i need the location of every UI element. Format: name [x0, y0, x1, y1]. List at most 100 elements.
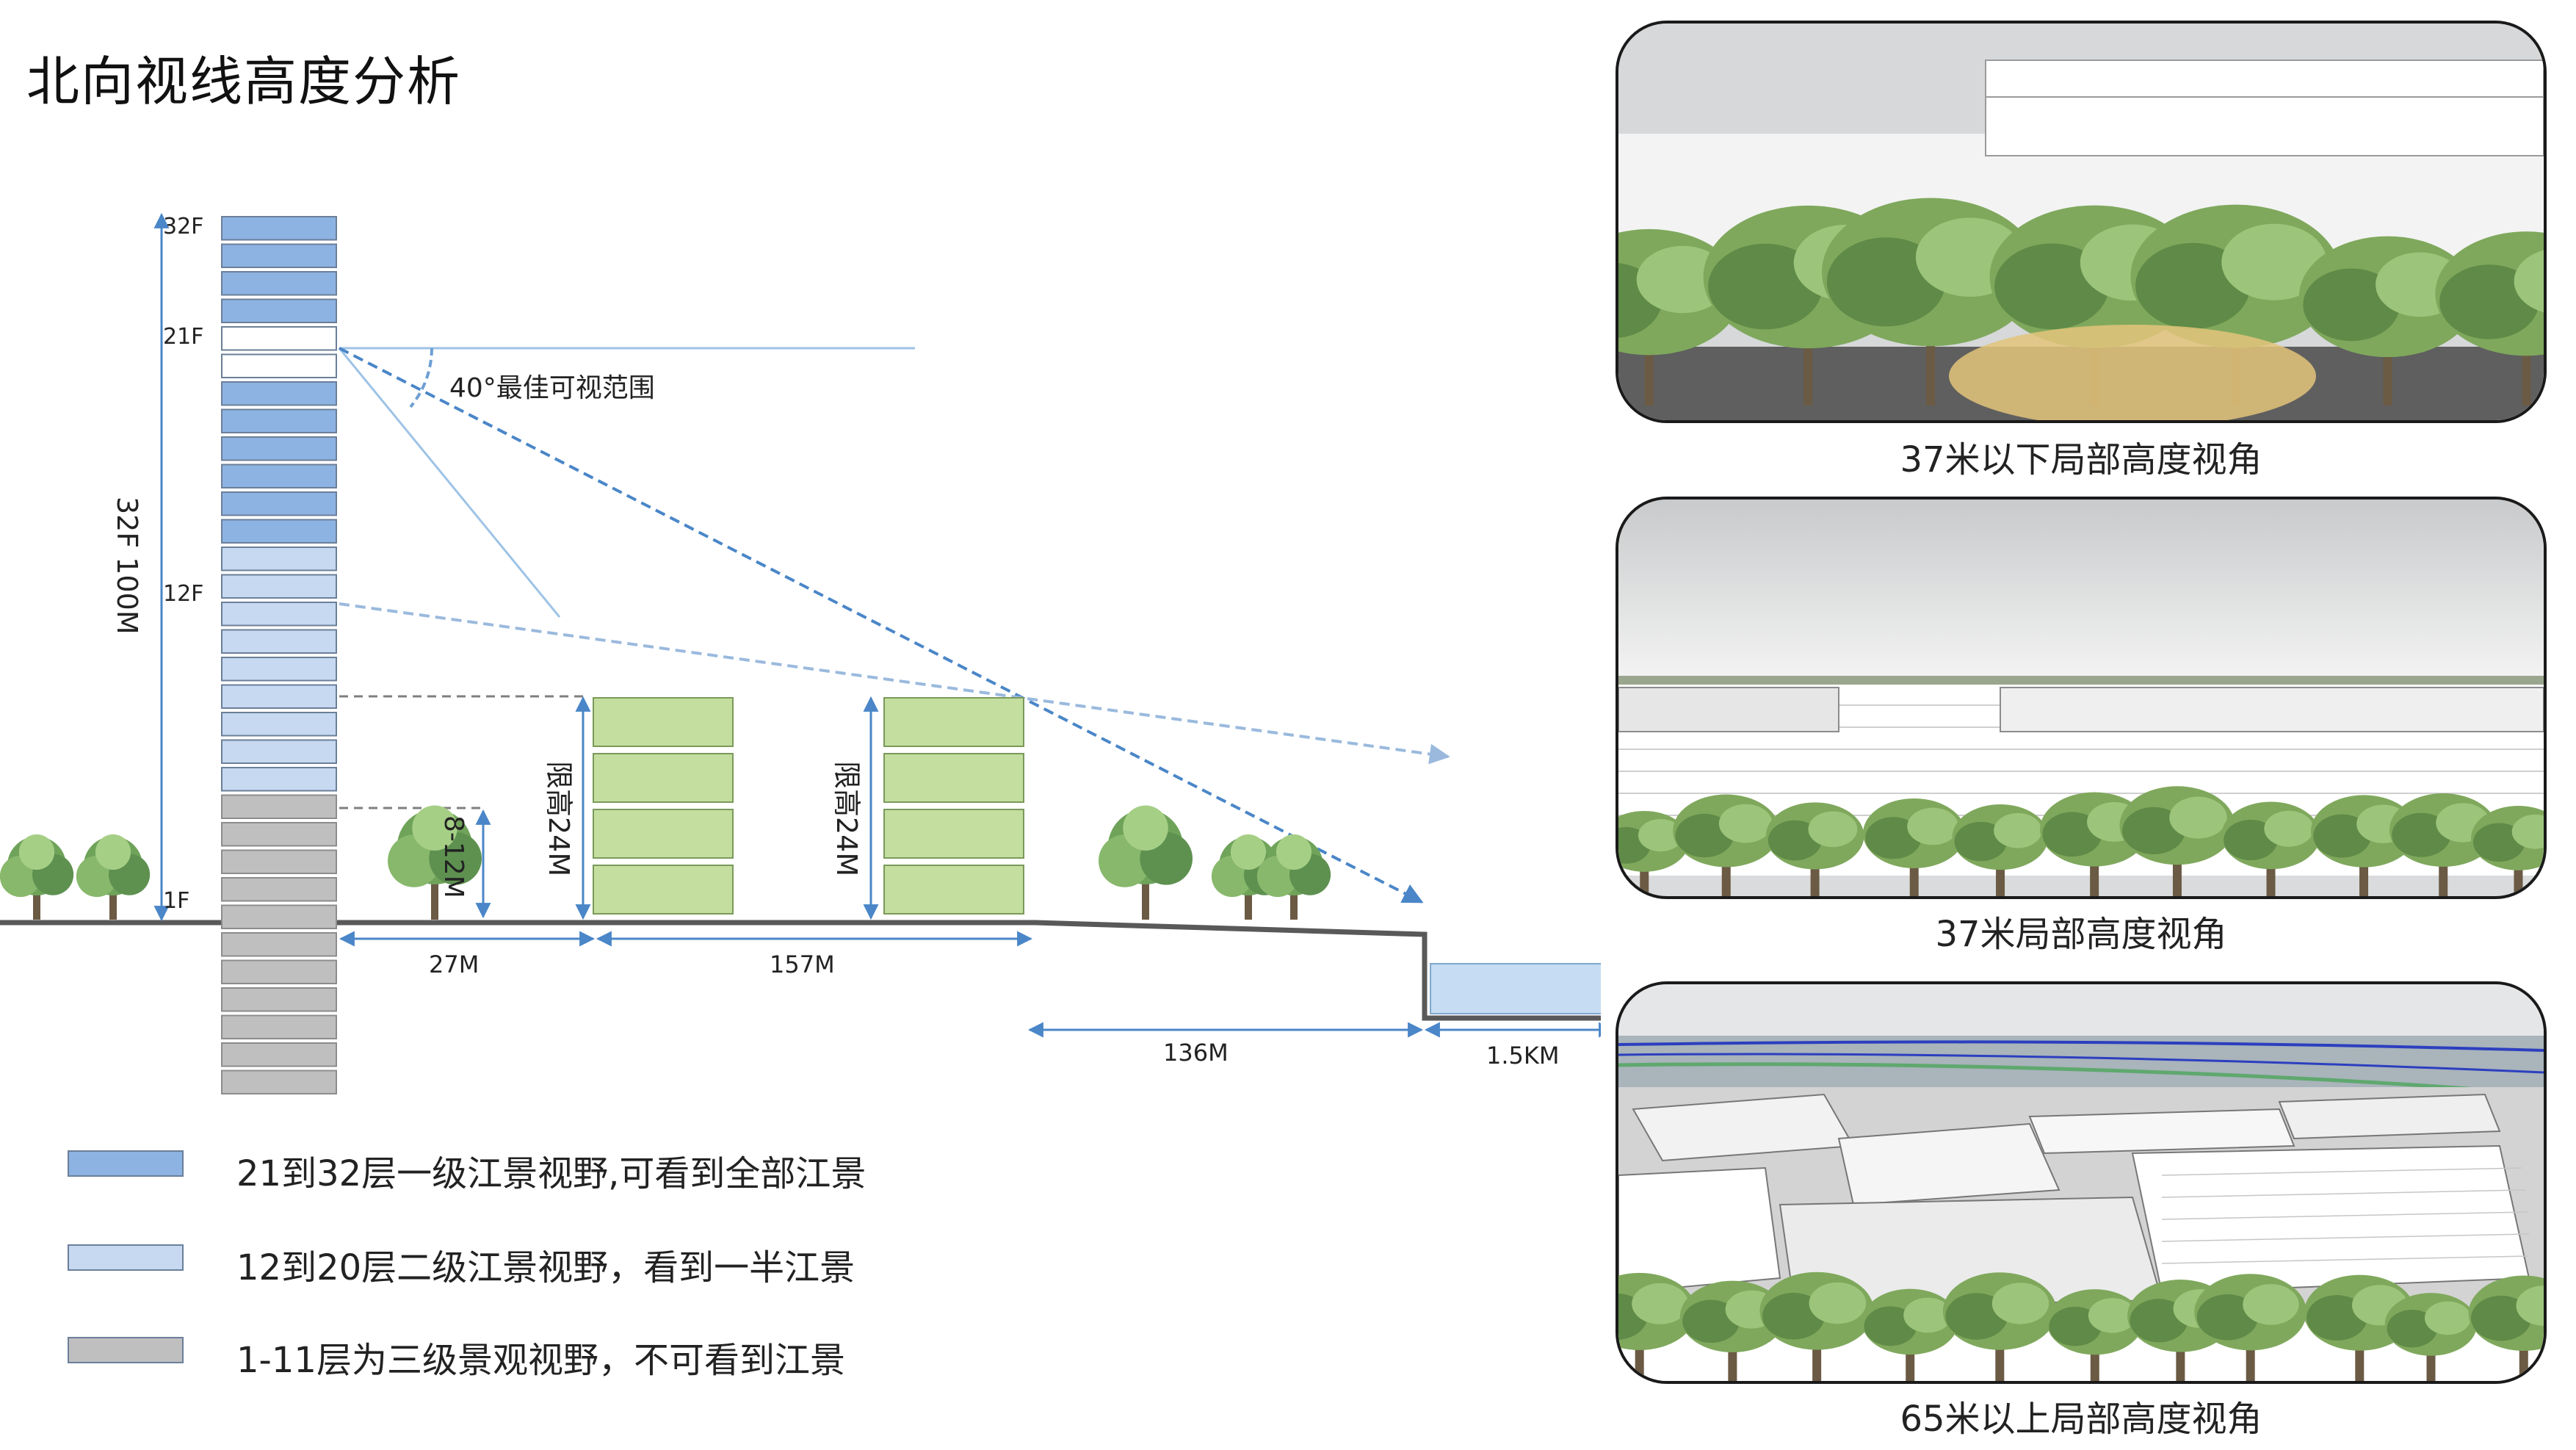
limit-block-1-floor — [593, 753, 734, 803]
tree-icon — [2221, 801, 2320, 896]
tree-icon — [1256, 834, 1331, 920]
tower-floor-6 — [221, 932, 337, 957]
legend-item-tier2: 12到20层二级江景视野，看到一半江景 — [68, 1243, 855, 1288]
tower-floor-9 — [221, 849, 337, 874]
tower-floor-13 — [221, 739, 337, 764]
view-panel-37m — [1616, 497, 2547, 899]
limit-block-2-floor — [883, 809, 1024, 859]
tree-icon — [1099, 805, 1193, 920]
floor-label-21f: 21F — [163, 324, 203, 350]
tower-floor-21 — [221, 519, 337, 544]
tower-floor-27 — [221, 353, 337, 378]
tree-icon — [1952, 804, 2049, 896]
tower-floor-12 — [221, 767, 337, 792]
limit-block-1-floor — [593, 809, 734, 859]
legend-item-tier1: 21到32层一级江景视野,可看到全部江景 — [68, 1149, 866, 1194]
tree-icon — [2194, 1274, 2307, 1381]
tower-floor-18 — [221, 602, 337, 627]
tower-floor-1 — [221, 1070, 337, 1094]
tree-icon — [1942, 1272, 2057, 1381]
shrub-area — [1949, 325, 2316, 420]
tree-icon — [1863, 798, 1966, 896]
tree-icon — [1759, 1272, 1874, 1381]
sightline-12f — [339, 602, 1450, 765]
tower-floor-5 — [221, 959, 337, 984]
tree-icon — [2047, 1289, 2143, 1381]
tower-floor-14 — [221, 712, 337, 737]
ground-line — [0, 920, 1601, 1021]
section-diagram: 32F 21F 12F 1F 32F 100M 40°最佳可视范围 8-12M … — [0, 212, 1601, 1094]
tree-icon — [1673, 794, 1780, 896]
view-render-37m — [1618, 499, 2544, 896]
tree-icon — [2389, 793, 2497, 896]
river-water — [1430, 963, 1601, 1014]
tower-floor-30 — [221, 271, 337, 296]
tree-icon — [2435, 231, 2544, 405]
view-caption-above-65m: 65米以上局部高度视角 — [1900, 1399, 2262, 1440]
tower-floor-7 — [221, 904, 337, 929]
distance-label-1.5km: 1.5KM — [1486, 1042, 1559, 1070]
limit-height-blocks — [593, 697, 1024, 915]
tower-floor-16 — [221, 657, 337, 682]
tree-icon — [2119, 786, 2235, 896]
tower-floor-15 — [221, 684, 337, 709]
legend-label-tier2: 12到20层二级江景视野，看到一半江景 — [236, 1247, 855, 1288]
limit-block-2-floor — [883, 753, 1024, 803]
tower-floor-31 — [221, 243, 337, 268]
tree-icon — [2384, 1293, 2478, 1381]
tower-floor-26 — [221, 381, 337, 406]
tower-floor-11 — [221, 794, 337, 819]
legend-swatch-tier1 — [68, 1150, 184, 1177]
tree-icon — [1765, 802, 1864, 896]
view-panel-below-37m — [1616, 21, 2547, 423]
floor-label-1f: 1F — [163, 888, 189, 914]
tower-floor-32 — [221, 216, 337, 241]
tree-height-label: 8-12M — [438, 815, 468, 898]
legend-swatch-tier2 — [68, 1244, 184, 1271]
tower-floor-8 — [221, 877, 337, 902]
limit-block-1-floor — [593, 697, 734, 747]
view-caption-below-37m: 37米以下局部高度视角 — [1900, 439, 2262, 480]
tower-floor-3 — [221, 1014, 337, 1039]
limit-block-1-floor — [593, 865, 734, 915]
tree-icon — [2471, 806, 2544, 896]
distance-label-157m: 157M — [770, 951, 835, 978]
view-panel-above-65m — [1616, 981, 2547, 1384]
floor-label-12f: 12F — [163, 581, 203, 607]
tower-floor-17 — [221, 629, 337, 654]
limit-block-2-floor — [883, 697, 1024, 747]
view-angle-arc — [409, 347, 433, 408]
tower-floor-22 — [221, 491, 337, 516]
tower-floor-4 — [221, 987, 337, 1012]
page-title: 北向视线高度分析 — [26, 51, 462, 112]
view-render-below-37m — [1618, 24, 2544, 420]
tree-icon — [2040, 792, 2149, 896]
view-render-above-65m — [1618, 984, 2544, 1381]
legend-swatch-tier3 — [68, 1337, 184, 1363]
view-caption-37m: 37米局部高度视角 — [1935, 914, 2227, 955]
tree-icon — [1618, 810, 1690, 896]
tower-floor-24 — [221, 436, 337, 461]
tower-floor-25 — [221, 408, 337, 433]
limit-block-2-floor — [883, 865, 1024, 915]
tree-icon — [1618, 1272, 1696, 1381]
tree-icon — [1822, 198, 2040, 405]
legend-label-tier3: 1-11层为三级景观视野，不可看到江景 — [236, 1340, 845, 1381]
tower-floor-28 — [221, 326, 337, 351]
height-label: 32F 100M — [111, 497, 143, 635]
tower-floor-10 — [221, 822, 337, 847]
tree-icon — [76, 834, 151, 920]
tree-group — [0, 805, 1331, 920]
limit-height-label-1: 限高24M — [543, 761, 575, 876]
tower-floor-19 — [221, 574, 337, 599]
limit-height-label-2: 限高24M — [831, 761, 863, 876]
legend-item-tier3: 1-11层为三级景观视野，不可看到江景 — [68, 1335, 845, 1381]
distance-label-27m: 27M — [429, 951, 479, 978]
view-angle-line — [338, 347, 561, 618]
tower-building — [221, 216, 337, 1094]
sightline-21f — [339, 347, 1424, 903]
tree-icon — [1862, 1288, 1958, 1381]
legend-label-tier1: 21到32层一级江景视野,可看到全部江景 — [236, 1153, 866, 1194]
tower-floor-29 — [221, 298, 337, 323]
floor-label-32f: 32F — [163, 214, 203, 239]
